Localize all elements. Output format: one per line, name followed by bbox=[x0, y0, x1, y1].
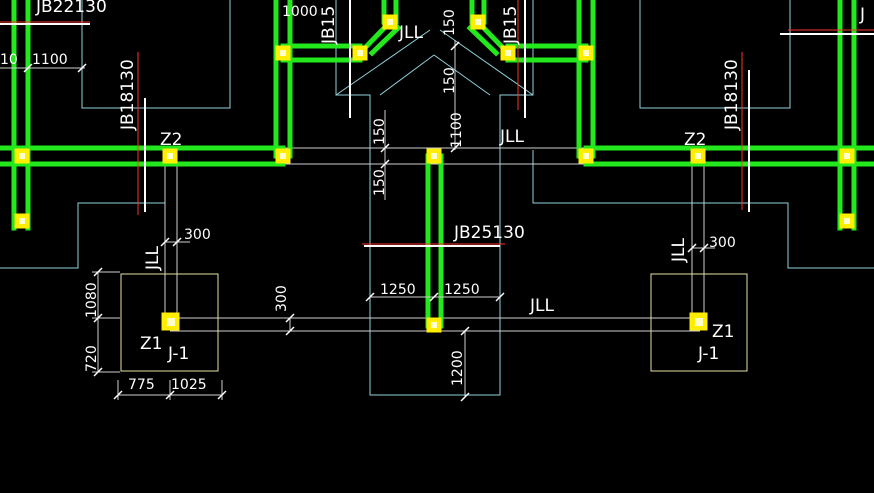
label-j1-left: J-1 bbox=[167, 344, 189, 364]
label-jb15-b: JB15 bbox=[501, 6, 521, 45]
dim-720: 720 bbox=[84, 345, 100, 372]
footing-boxes bbox=[120, 273, 748, 372]
drawing-labels: JB22130 JB18130 JB18130 JB15 JB15 JLL JL… bbox=[35, 0, 865, 364]
dimension-labels: 1000 10 1100 150 150 150 150 1100 300 30… bbox=[0, 4, 736, 393]
dim-300-left: 300 bbox=[184, 227, 211, 243]
dim-1080: 1080 bbox=[84, 282, 100, 318]
dim-150-c: 150 bbox=[372, 118, 388, 145]
dim-1250-left: 1250 bbox=[380, 282, 416, 298]
dim-150-d: 150 bbox=[372, 169, 388, 196]
label-z1-left: Z1 bbox=[140, 334, 162, 354]
label-jb22130: JB22130 bbox=[35, 0, 107, 17]
label-jll-vert-left: JLL bbox=[143, 246, 163, 271]
dimension-ticks bbox=[23, 41, 709, 402]
red-marker-lines bbox=[0, 0, 874, 245]
dim-150-a: 150 bbox=[442, 9, 458, 36]
white-section-lines bbox=[0, 0, 874, 247]
dim-150-b: 150 bbox=[442, 67, 458, 94]
label-jb18130-left: JB18130 bbox=[118, 59, 138, 131]
label-z2-right: Z2 bbox=[684, 130, 706, 150]
dim-1250-right: 1250 bbox=[444, 282, 480, 298]
label-z2-left: Z2 bbox=[160, 130, 182, 150]
label-j-top-right: J bbox=[859, 5, 865, 25]
dim-1200: 1200 bbox=[450, 350, 466, 386]
label-jll-low: JLL bbox=[529, 296, 554, 316]
dim-1000: 1000 bbox=[282, 4, 318, 20]
dim-775: 775 bbox=[128, 377, 155, 393]
dim-1025: 1025 bbox=[171, 377, 207, 393]
axis-lines bbox=[0, 147, 874, 332]
column-cores bbox=[19, 19, 850, 328]
label-z1-right: Z1 bbox=[712, 322, 734, 342]
label-jll-mid: JLL bbox=[499, 127, 524, 147]
label-jb18130-right: JB18130 bbox=[722, 59, 742, 131]
dim-1100-left: 1100 bbox=[32, 52, 68, 68]
dim-300-center: 300 bbox=[274, 285, 290, 312]
label-j1-right: J-1 bbox=[697, 344, 719, 364]
label-jb25130: JB25130 bbox=[453, 223, 525, 243]
dim-300-right: 300 bbox=[709, 235, 736, 251]
label-jll-top: JLL bbox=[398, 23, 423, 43]
label-jb15-a: JB15 bbox=[319, 6, 339, 45]
dim-1100-mid: 1100 bbox=[449, 112, 465, 148]
label-jll-vert-right: JLL bbox=[669, 238, 689, 263]
dimension-lines bbox=[0, 40, 715, 400]
foundation-outline bbox=[0, 0, 874, 396]
dim-10: 10 bbox=[0, 52, 18, 68]
